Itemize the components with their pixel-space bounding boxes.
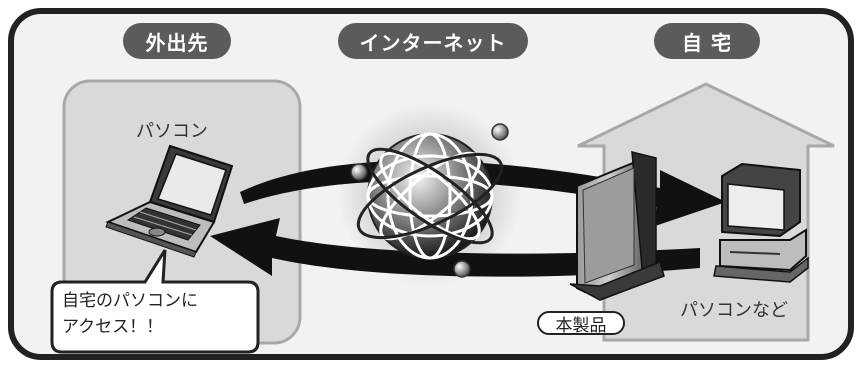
bubble-text: 自宅のパソコンに アクセス！！	[62, 288, 252, 340]
label-pc-right: パソコンなど	[680, 300, 788, 321]
speech-bubble	[50, 249, 260, 354]
router-icon	[569, 151, 665, 301]
desktop-pc-icon	[713, 162, 809, 283]
tag-home: 自 宅	[654, 23, 760, 59]
bubble-line-2: アクセス！！	[62, 317, 164, 337]
label-pc-left: パソコン	[136, 121, 208, 142]
label-product: 本製品	[537, 311, 625, 336]
tag-outside: 外出先	[123, 23, 231, 59]
laptop-icon	[105, 144, 234, 258]
bubble-line-1: 自宅のパソコンに	[62, 291, 198, 311]
internet-globe-icon	[350, 123, 509, 278]
tag-internet: インターネット	[338, 23, 528, 59]
